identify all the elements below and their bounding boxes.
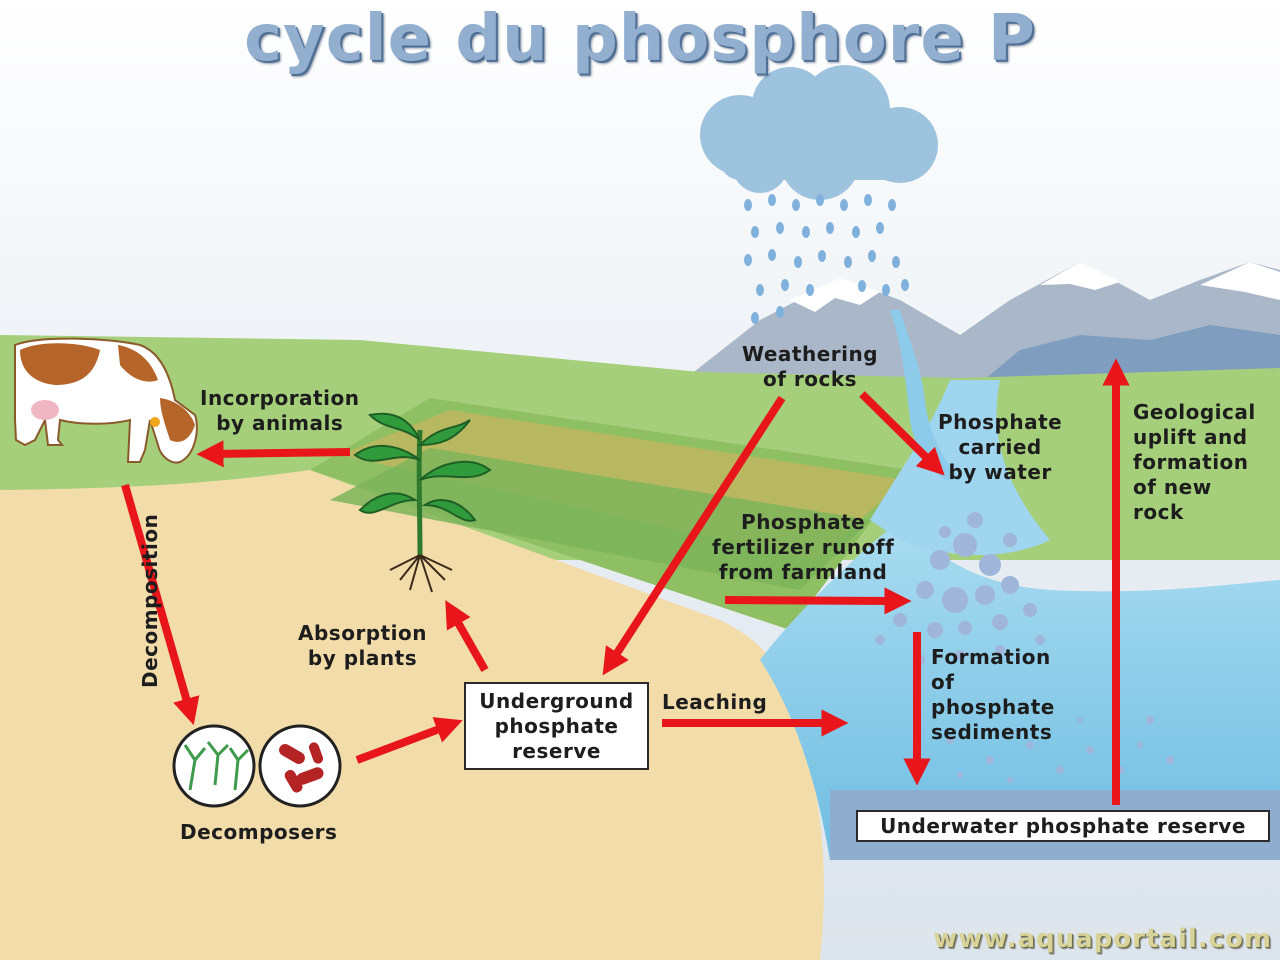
- arrow-weathering-to-water: [859, 391, 945, 476]
- cycle-arrows: [121, 358, 1130, 805]
- label-geological-uplift: Geological uplift and formation of new r…: [1133, 400, 1256, 524]
- label-decomposers: Decomposers: [180, 820, 338, 844]
- cow-icon: [14, 337, 198, 464]
- sediment-particles: [875, 512, 1174, 783]
- arrow-decomposition: [121, 483, 200, 726]
- label-incorporation: Incorporation by animals: [200, 386, 360, 435]
- arrow-weathering-to-reserve: [602, 395, 786, 676]
- cloud-icon: [700, 65, 938, 200]
- soil: [0, 470, 824, 960]
- arrow-decomposers-to-reserve: [355, 717, 463, 764]
- label-decomposition: Decomposition: [138, 513, 162, 688]
- plant-icon: [353, 412, 492, 593]
- farmland: [310, 398, 910, 630]
- label-absorption: Absorption by plants: [298, 621, 428, 670]
- arrow-absorption: [445, 600, 489, 672]
- watermark: www.aquaportail.com: [933, 924, 1272, 954]
- box-underwater-reserve: Underwater phosphate reserve: [856, 810, 1270, 842]
- arrow-fertilizer-runoff: [724, 587, 912, 615]
- arrow-plant-to-animal: [196, 440, 351, 468]
- decomposers-icon: [172, 724, 342, 808]
- label-leaching: Leaching: [662, 690, 768, 714]
- label-phosphate-carried: Phosphate carried by water: [938, 410, 1063, 484]
- rain-icon: [744, 194, 909, 324]
- label-formation-sediments: Formation of phosphate sediments: [931, 645, 1055, 744]
- page-title: cycle du phosphore P: [244, 2, 1036, 76]
- label-weathering: Weathering of rocks: [742, 342, 879, 391]
- label-fertilizer-runoff: Phosphate fertilizer runoff from farmlan…: [712, 510, 895, 584]
- box-underground-reserve: Underground phosphate reserve: [464, 682, 649, 770]
